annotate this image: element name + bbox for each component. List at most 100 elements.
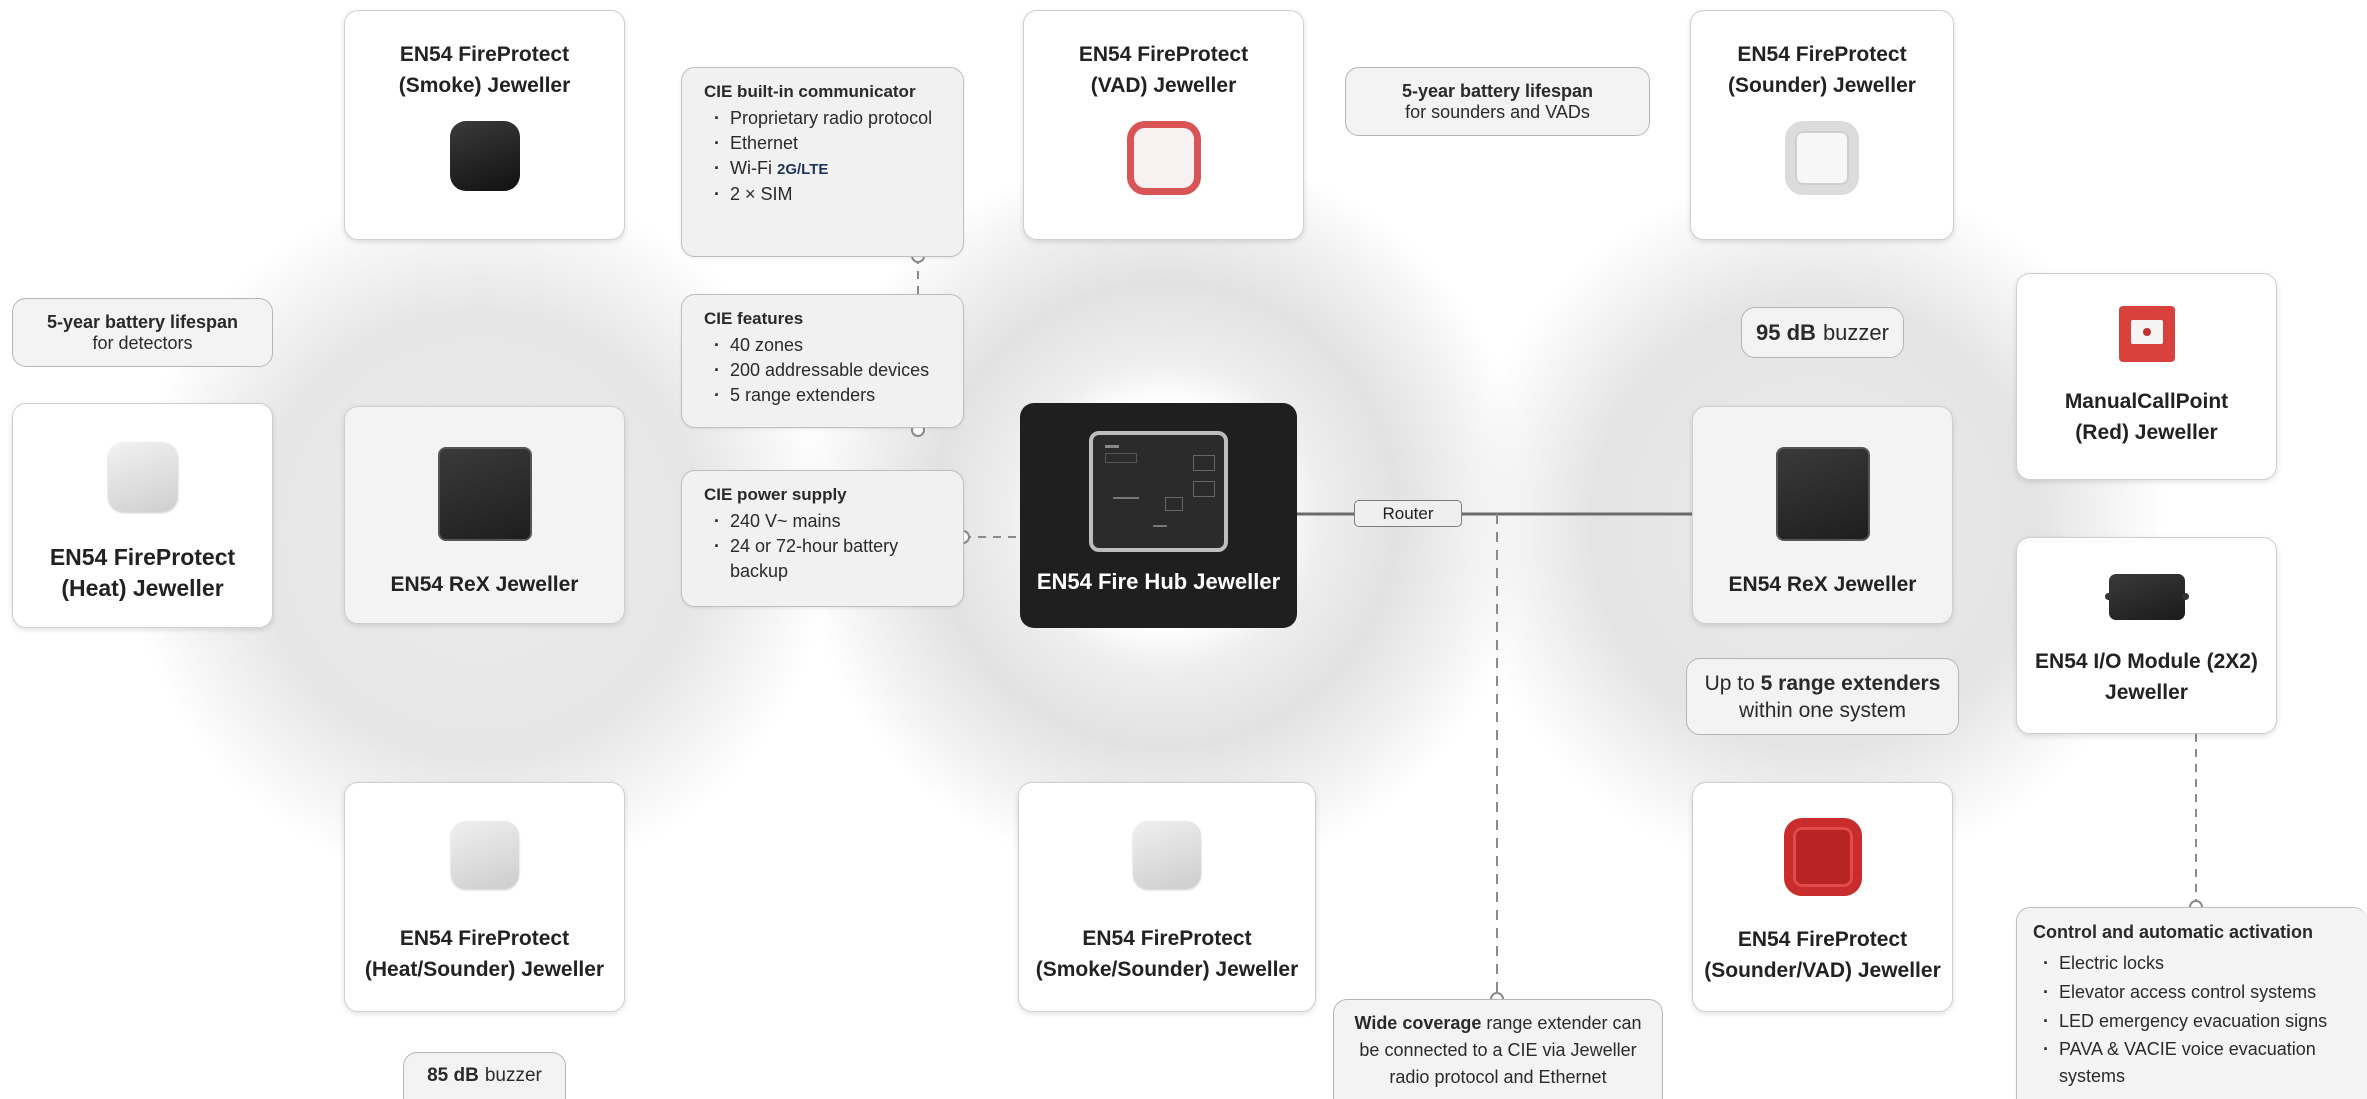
screen-element bbox=[1113, 497, 1139, 499]
device-card-smoke-sounder[interactable]: EN54 FireProtect (Smoke/Sounder) Jewelle… bbox=[1018, 782, 1316, 1012]
screen-element bbox=[1153, 525, 1167, 527]
features-item: 5 range extenders bbox=[714, 383, 947, 408]
router-box[interactable]: Router bbox=[1354, 500, 1462, 527]
cie-communicator-box: CIE built-in communicator Proprietary ra… bbox=[681, 67, 964, 257]
device-card-rex-right[interactable]: EN54 ReX Jeweller bbox=[1692, 406, 1953, 624]
hub-screen-icon bbox=[1089, 431, 1228, 552]
device-card-vad[interactable]: EN54 FireProtect (VAD) Jeweller bbox=[1023, 10, 1304, 240]
device-title-line1: EN54 I/O Module (2X2) bbox=[2035, 650, 2258, 673]
communicator-list: Proprietary radio protocol Ethernet Wi-F… bbox=[704, 106, 947, 207]
device-title-line1: EN54 FireProtect bbox=[1082, 927, 1252, 950]
wide-coverage-pill: Wide coverage range extender can be conn… bbox=[1333, 999, 1663, 1099]
device-title-line2: (Smoke/Sounder) Jeweller bbox=[1035, 958, 1299, 981]
heat-sounder-icon bbox=[450, 821, 519, 889]
device-title: EN54 ReX Jeweller bbox=[390, 573, 579, 596]
sounder-vad-icon bbox=[1783, 818, 1862, 896]
extenders-line1: Up to 5 range extenders bbox=[1705, 670, 1941, 697]
fire-hub-card[interactable]: EN54 Fire Hub Jeweller bbox=[1020, 403, 1297, 628]
device-title-line1: EN54 FireProtect bbox=[399, 927, 570, 950]
manual-call-point-icon bbox=[2118, 306, 2175, 362]
io-module-icon bbox=[2104, 574, 2189, 620]
buzzer-85-pill: 85 dB buzzer bbox=[403, 1052, 566, 1099]
screen-element bbox=[1193, 455, 1215, 471]
buzzer-95-pill: 95 dB buzzer bbox=[1741, 307, 1904, 358]
pill-pre: Up to bbox=[1704, 671, 1755, 695]
control-title: Control and automatic activation bbox=[2033, 922, 2314, 942]
pill-bold: 5 range extenders bbox=[1760, 671, 1941, 695]
device-card-sounder[interactable]: EN54 FireProtect (Sounder) Jeweller bbox=[1690, 10, 1954, 240]
control-item: Elevator access control systems bbox=[2043, 978, 2355, 1007]
io-mount-left bbox=[2104, 593, 2112, 600]
pill-bold: 5-year battery lifespan bbox=[1401, 80, 1594, 101]
device-title-line1: EN54 FireProtect bbox=[1737, 928, 1908, 951]
pill-rest: for sounders and VADs bbox=[1405, 101, 1590, 122]
cie-features-box: CIE features 40 zones 200 addressable de… bbox=[681, 294, 964, 428]
hub-title: EN54 Fire Hub Jeweller bbox=[1036, 569, 1281, 594]
coverage-line1: Wide coverage range extender can bbox=[1354, 1010, 1641, 1037]
rex-device-icon bbox=[437, 447, 532, 541]
pill-rest: buzzer bbox=[1822, 319, 1889, 345]
features-list: 40 zones 200 addressable devices 5 range… bbox=[704, 333, 947, 408]
device-card-mcp[interactable]: ManualCallPoint (Red) Jeweller bbox=[2016, 273, 2277, 480]
control-activation-box: Control and automatic activation Electri… bbox=[2016, 907, 2367, 1099]
power-item: 24 or 72-hour battery backup bbox=[714, 534, 947, 584]
control-item: LED emergency evacuation signs bbox=[2043, 1007, 2355, 1036]
smoke-detector-black-icon bbox=[449, 121, 520, 191]
screen-element bbox=[1165, 497, 1183, 511]
pill-rest: range extender can bbox=[1486, 1013, 1642, 1033]
communicator-item: Wi-Fi 2G/LTE bbox=[714, 156, 947, 182]
mcp-button bbox=[2142, 328, 2151, 336]
power-item: 240 V~ mains bbox=[714, 509, 947, 534]
device-title-line2: (Sounder/VAD) Jeweller bbox=[1704, 959, 1941, 982]
device-card-io-module[interactable]: EN54 I/O Module (2X2) Jeweller bbox=[2016, 537, 2277, 734]
device-title-line2: (Smoke) Jeweller bbox=[398, 74, 571, 97]
pill-bold: Wide coverage bbox=[1354, 1013, 1482, 1033]
control-item: PAVA & VACIE voice evacuation systems bbox=[2043, 1036, 2355, 1090]
device-title-line1: EN54 FireProtect bbox=[399, 43, 570, 66]
screen-element bbox=[1193, 481, 1215, 497]
device-card-heat[interactable]: EN54 FireProtect (Heat) Jeweller bbox=[12, 403, 273, 628]
communicator-item: Ethernet bbox=[714, 131, 947, 156]
cie-power-box: CIE power supply 240 V~ mains 24 or 72-h… bbox=[681, 470, 964, 607]
device-title-line2: (Red) Jeweller bbox=[2075, 421, 2218, 444]
communicator-wifi-extra: 2G/LTE bbox=[777, 161, 829, 178]
control-list: Electric locks Elevator access control s… bbox=[2033, 949, 2355, 1090]
device-card-smoke[interactable]: EN54 FireProtect (Smoke) Jeweller bbox=[344, 10, 625, 240]
range-extenders-pill: Up to 5 range extenders within one syste… bbox=[1686, 658, 1959, 735]
device-card-rex-left[interactable]: EN54 ReX Jeweller bbox=[344, 406, 625, 624]
vad-device-icon bbox=[1126, 121, 1201, 195]
device-card-heat-sounder[interactable]: EN54 FireProtect (Heat/Sounder) Jeweller bbox=[344, 782, 625, 1012]
features-title: CIE features bbox=[704, 309, 804, 328]
control-item: Electric locks bbox=[2043, 949, 2355, 978]
device-title-line2: (VAD) Jeweller bbox=[1090, 74, 1237, 97]
heat-detector-icon bbox=[107, 442, 178, 512]
device-title-line1: EN54 FireProtect bbox=[1078, 43, 1249, 66]
battery-sounders-pill: 5-year battery lifespan for sounders and… bbox=[1345, 67, 1650, 136]
pill-rest: within one system bbox=[1739, 698, 1906, 722]
features-item: 40 zones bbox=[714, 333, 947, 358]
device-title-line2: Jeweller bbox=[2105, 681, 2188, 704]
pill-bold: 5-year battery lifespan bbox=[46, 311, 239, 332]
device-title-line1: EN54 FireProtect bbox=[49, 544, 236, 570]
rex-device-icon bbox=[1775, 447, 1870, 541]
pill-bold: 85 dB bbox=[427, 1065, 479, 1086]
pill-bold: 95 dB bbox=[1756, 319, 1816, 345]
screen-element bbox=[1105, 453, 1137, 463]
battery-detectors-pill: 5-year battery lifespan for detectors bbox=[12, 298, 273, 367]
device-title-line2: (Sounder) Jeweller bbox=[1728, 74, 1916, 97]
power-title: CIE power supply bbox=[704, 485, 847, 504]
io-mount-right bbox=[2181, 593, 2189, 600]
features-item: 200 addressable devices bbox=[714, 358, 947, 383]
communicator-item-wifi: Wi-Fi bbox=[730, 158, 772, 178]
router-label: Router bbox=[1382, 503, 1434, 523]
device-card-sounder-vad[interactable]: EN54 FireProtect (Sounder/VAD) Jeweller bbox=[1692, 782, 1953, 1012]
pill-rest: buzzer bbox=[484, 1065, 542, 1086]
coverage-line3: radio protocol and Ethernet bbox=[1389, 1067, 1607, 1087]
communicator-item: 2 × SIM bbox=[714, 182, 947, 207]
device-title-line1: EN54 FireProtect bbox=[1737, 43, 1907, 66]
communicator-item: Proprietary radio protocol bbox=[714, 106, 947, 131]
screen-element bbox=[1105, 445, 1119, 448]
coverage-line2: be connected to a CIE via Jeweller bbox=[1359, 1040, 1637, 1060]
smoke-sounder-icon bbox=[1133, 821, 1201, 889]
power-list: 240 V~ mains 24 or 72-hour battery backu… bbox=[704, 509, 947, 584]
